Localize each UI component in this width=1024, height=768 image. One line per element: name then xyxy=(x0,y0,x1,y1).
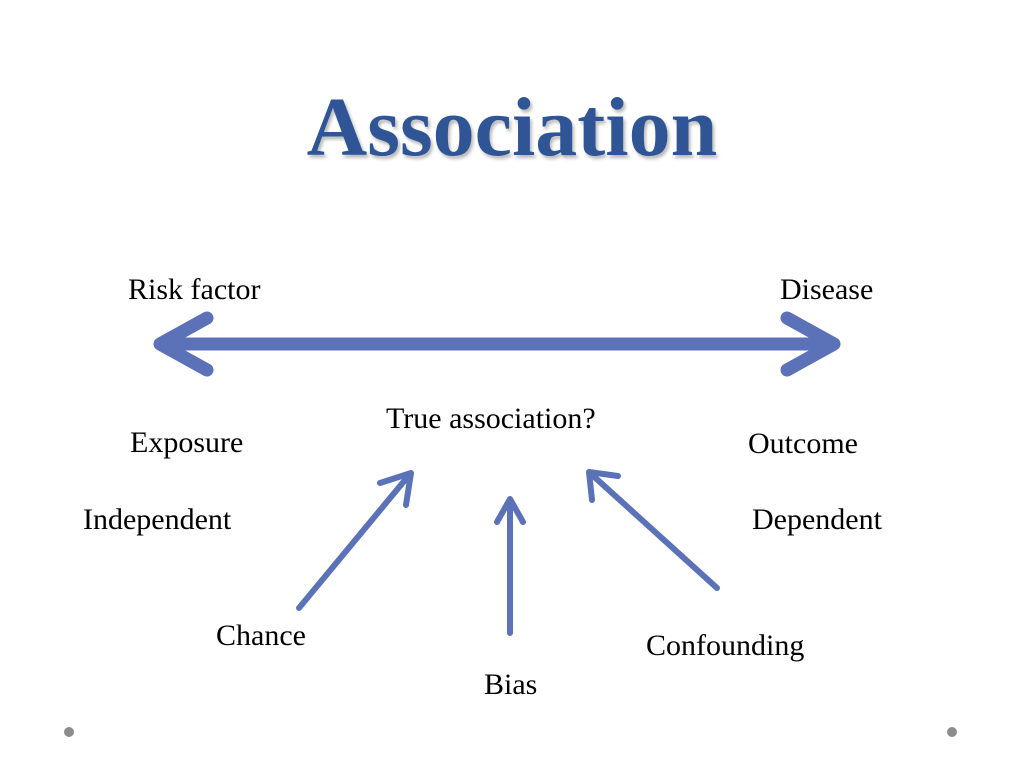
outcome-label: Outcome xyxy=(748,427,858,460)
confounding-arrow xyxy=(586,469,720,591)
slide-title: Association xyxy=(306,81,718,174)
risk-factor-label: Risk factor xyxy=(128,273,261,306)
bias-arrow xyxy=(494,496,526,636)
double-headed-arrow xyxy=(153,311,841,377)
chance-arrow xyxy=(296,470,414,611)
corner-dot-right xyxy=(947,727,957,737)
corner-dot-left xyxy=(64,727,74,737)
true-association-label: True association? xyxy=(386,402,596,435)
chance-label: Chance xyxy=(216,619,306,652)
confounding-label: Confounding xyxy=(646,629,805,662)
disease-label: Disease xyxy=(780,273,874,306)
exposure-label: Exposure xyxy=(130,426,244,459)
independent-label: Independent xyxy=(83,503,232,536)
dependent-label: Dependent xyxy=(752,503,882,536)
bias-label: Bias xyxy=(484,668,538,701)
